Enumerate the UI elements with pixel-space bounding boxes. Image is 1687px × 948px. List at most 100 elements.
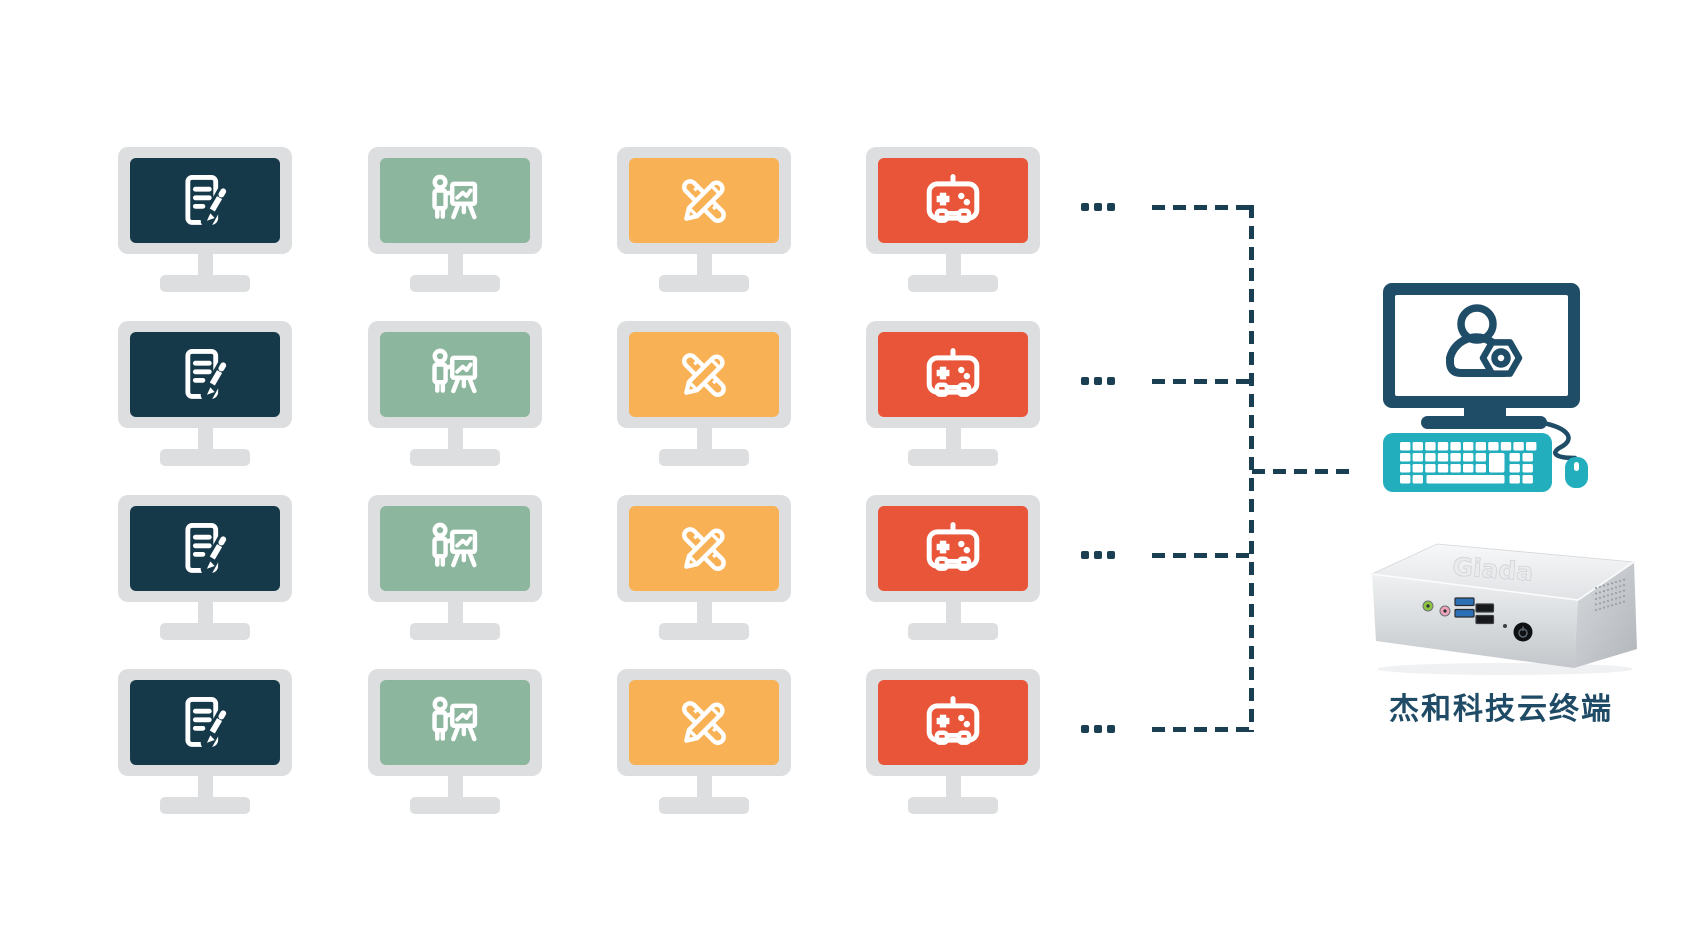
monitor-stand-neck [447, 775, 463, 798]
row-connector-line [1152, 378, 1252, 384]
monitor-screen [130, 158, 280, 243]
monitor-stand-neck [945, 253, 961, 276]
monitor-screen [629, 158, 779, 243]
monitor-screen [380, 158, 530, 243]
monitor-stand-base [659, 797, 749, 814]
monitor-office-documents [118, 669, 292, 814]
presentation-chart-icon [432, 696, 478, 741]
monitor-gaming [866, 495, 1040, 640]
monitor-screen [629, 680, 779, 765]
presentation-chart-icon [432, 522, 478, 567]
monitor-stand-base [160, 275, 250, 292]
usb3-ports-icon [1454, 597, 1475, 618]
power-button-icon [1513, 622, 1533, 642]
monitor-stand-base [410, 797, 500, 814]
monitor-stand-neck [696, 253, 712, 276]
monitor-presentation-teaching [368, 495, 542, 640]
client-keyboard [1383, 433, 1552, 492]
mini-pc-device: Giada [1370, 543, 1637, 675]
device-embossed-logo: Giada [1452, 552, 1535, 587]
gamepad-icon [926, 521, 980, 571]
document-edit-icon [185, 522, 232, 575]
monitor-screen [629, 332, 779, 417]
monitor-screen [878, 506, 1028, 591]
monitor-stand-base [908, 623, 998, 640]
ruler-pencil-icon [682, 350, 729, 397]
user-gear-icon [1446, 304, 1523, 377]
monitor-stand-neck [197, 601, 213, 624]
monitor-presentation-teaching [368, 147, 542, 292]
monitor-design-drafting [617, 669, 791, 814]
monitor-stand-base [908, 275, 998, 292]
monitor-gaming [866, 147, 1040, 292]
ellipsis-dots [1081, 203, 1115, 211]
monitor-stand-neck [945, 427, 961, 450]
usb2-ports-icon [1475, 603, 1495, 625]
document-edit-icon [185, 696, 232, 749]
ruler-pencil-icon [682, 176, 729, 223]
monitor-stand-neck [197, 253, 213, 276]
monitor-stand-neck [696, 775, 712, 798]
monitor-stand-base [659, 275, 749, 292]
monitor-presentation-teaching [368, 669, 542, 814]
row-connector-line [1152, 552, 1252, 558]
monitor-stand-neck [945, 601, 961, 624]
monitor-stand-base [160, 623, 250, 640]
monitor-stand-base [659, 449, 749, 466]
monitor-stand-neck [197, 427, 213, 450]
document-edit-icon [185, 174, 232, 227]
row-connector-line [1152, 726, 1252, 732]
monitor-design-drafting [617, 495, 791, 640]
monitor-gaming [866, 669, 1040, 814]
monitor-design-drafting [617, 147, 791, 292]
gamepad-icon [926, 695, 980, 745]
monitor-stand-neck [447, 427, 463, 450]
presentation-chart-icon [432, 348, 478, 393]
monitor-stand-neck [696, 427, 712, 450]
monitor-screen [130, 506, 280, 591]
monitor-screen [878, 158, 1028, 243]
monitor-gaming [866, 321, 1040, 466]
monitor-stand-neck [197, 775, 213, 798]
monitor-stand-base [410, 275, 500, 292]
monitor-screen [878, 680, 1028, 765]
client-monitor [1383, 283, 1580, 429]
device-shadow [1377, 663, 1633, 675]
monitor-stand-base [659, 623, 749, 640]
mouse-cable [1540, 420, 1578, 461]
monitor-stand-base [410, 449, 500, 466]
ruler-pencil-icon [682, 524, 729, 571]
monitor-screen [380, 332, 530, 417]
row-connector-line [1152, 204, 1252, 210]
ellipsis-dots [1081, 551, 1115, 559]
monitor-office-documents [118, 495, 292, 640]
monitor-screen [629, 506, 779, 591]
monitor-screen [130, 680, 280, 765]
client-mouse [1565, 457, 1588, 488]
monitor-stand-base [908, 449, 998, 466]
monitor-office-documents [118, 321, 292, 466]
monitor-screen [380, 680, 530, 765]
device-caption: 杰和科技云终端 [1389, 692, 1613, 727]
monitor-screen [878, 332, 1028, 417]
device-front-ports [1422, 597, 1533, 642]
monitor-stand-neck [447, 601, 463, 624]
monitor-design-drafting [617, 321, 791, 466]
monitor-screen [380, 506, 530, 591]
monitor-stand-neck [945, 775, 961, 798]
monitor-screen [130, 332, 280, 417]
client-terminal-graphic [1383, 283, 1588, 492]
monitor-office-documents [118, 147, 292, 292]
monitor-stand-base [908, 797, 998, 814]
device-body: Giada [1370, 543, 1637, 668]
document-edit-icon [185, 348, 232, 401]
ellipsis-dots [1081, 725, 1115, 733]
trunk-connector-line [1249, 205, 1254, 732]
ruler-pencil-icon [682, 698, 729, 745]
monitor-stand-neck [447, 253, 463, 276]
monitor-stand-base [160, 797, 250, 814]
monitor-presentation-teaching [368, 321, 542, 466]
client-branch-line [1252, 468, 1353, 474]
monitor-stand-base [160, 449, 250, 466]
monitor-stand-base [410, 623, 500, 640]
